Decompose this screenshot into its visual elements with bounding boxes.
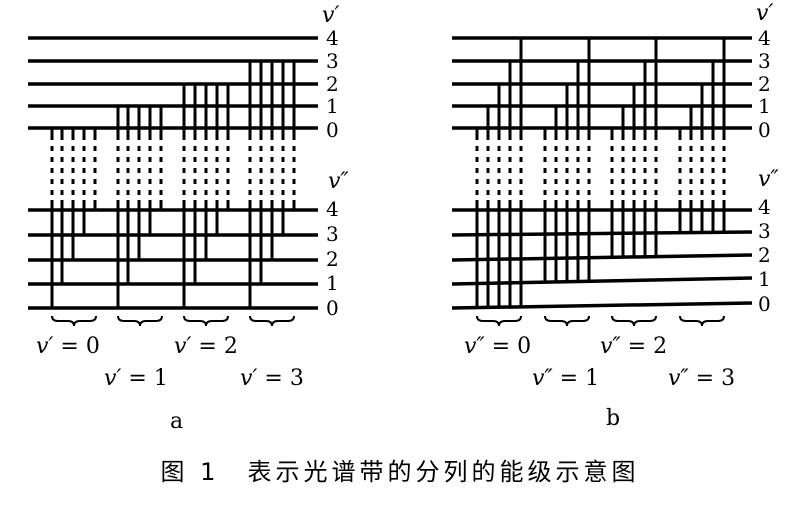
level-line [451,230,753,237]
level-label: 1 [326,94,339,118]
group-brace [476,315,522,327]
level-label: 4 [758,26,771,50]
level-label: 2 [758,243,771,267]
upper-state-symbol: v′ [322,3,339,28]
group-label: v′ = 1 [104,366,168,391]
level-label: 3 [758,219,771,243]
group-label: v′ = 3 [240,366,304,391]
panel-b-upper-levels [452,36,752,130]
panel-a: v′ 4 3 2 1 0 v″ 4 3 2 1 0 v′ = 0 v′ = 1 … [28,3,349,434]
group-brace [611,315,657,327]
panel-a-braces [51,315,295,327]
level-label: 0 [758,118,771,142]
figure-caption: 图 1 表示光谱带的分列的能级示意图 [160,458,640,486]
level-label: 0 [326,118,339,142]
panel-a-dash-gaps [49,140,297,200]
level-line [451,253,753,262]
level-label: 4 [326,26,339,50]
level-label: 3 [326,222,339,246]
panel-a-transitions [50,61,296,308]
panel-b-braces [476,315,725,327]
level-label: 0 [326,296,339,320]
upper-state-symbol: v′ [756,1,773,26]
level-label: 2 [326,247,339,271]
group-label: v″ = 1 [532,366,599,391]
level-label: 2 [326,72,339,96]
level-label: 1 [326,271,339,295]
level-label: 0 [758,292,771,316]
group-label: v′ = 2 [174,334,238,359]
group-label: v″ = 3 [668,366,735,391]
level-label: 3 [326,49,339,73]
level-label: 2 [758,72,771,96]
group-brace [249,315,295,327]
panel-b-lower-levels [451,208,753,310]
lower-state-symbol: v″ [758,167,779,192]
lower-state-symbol: v″ [328,169,349,194]
group-brace [544,315,590,327]
level-label: 4 [758,195,771,219]
panel-b-transitions [475,38,726,308]
panel-tag: b [606,406,620,431]
group-brace [679,315,725,327]
panel-b: v′ 4 3 2 1 0 v″ 4 3 2 1 0 v″ = 0 v″ = 1 … [451,1,779,431]
level-label: 4 [326,197,339,221]
group-brace [51,315,97,327]
level-line [451,276,753,286]
panel-a-upper-levels [28,36,318,130]
group-label: v′ = 0 [36,334,100,359]
level-label: 1 [758,267,771,291]
panel-a-lower-levels [28,208,318,310]
group-label: v″ = 0 [464,334,531,359]
level-line [451,301,753,310]
level-label: 1 [758,94,771,118]
panel-b-dash-gaps [474,140,727,200]
group-brace [183,315,229,327]
group-label: v″ = 2 [600,334,667,359]
group-brace [117,315,163,327]
panel-tag: a [170,409,183,434]
level-label: 3 [758,49,771,73]
